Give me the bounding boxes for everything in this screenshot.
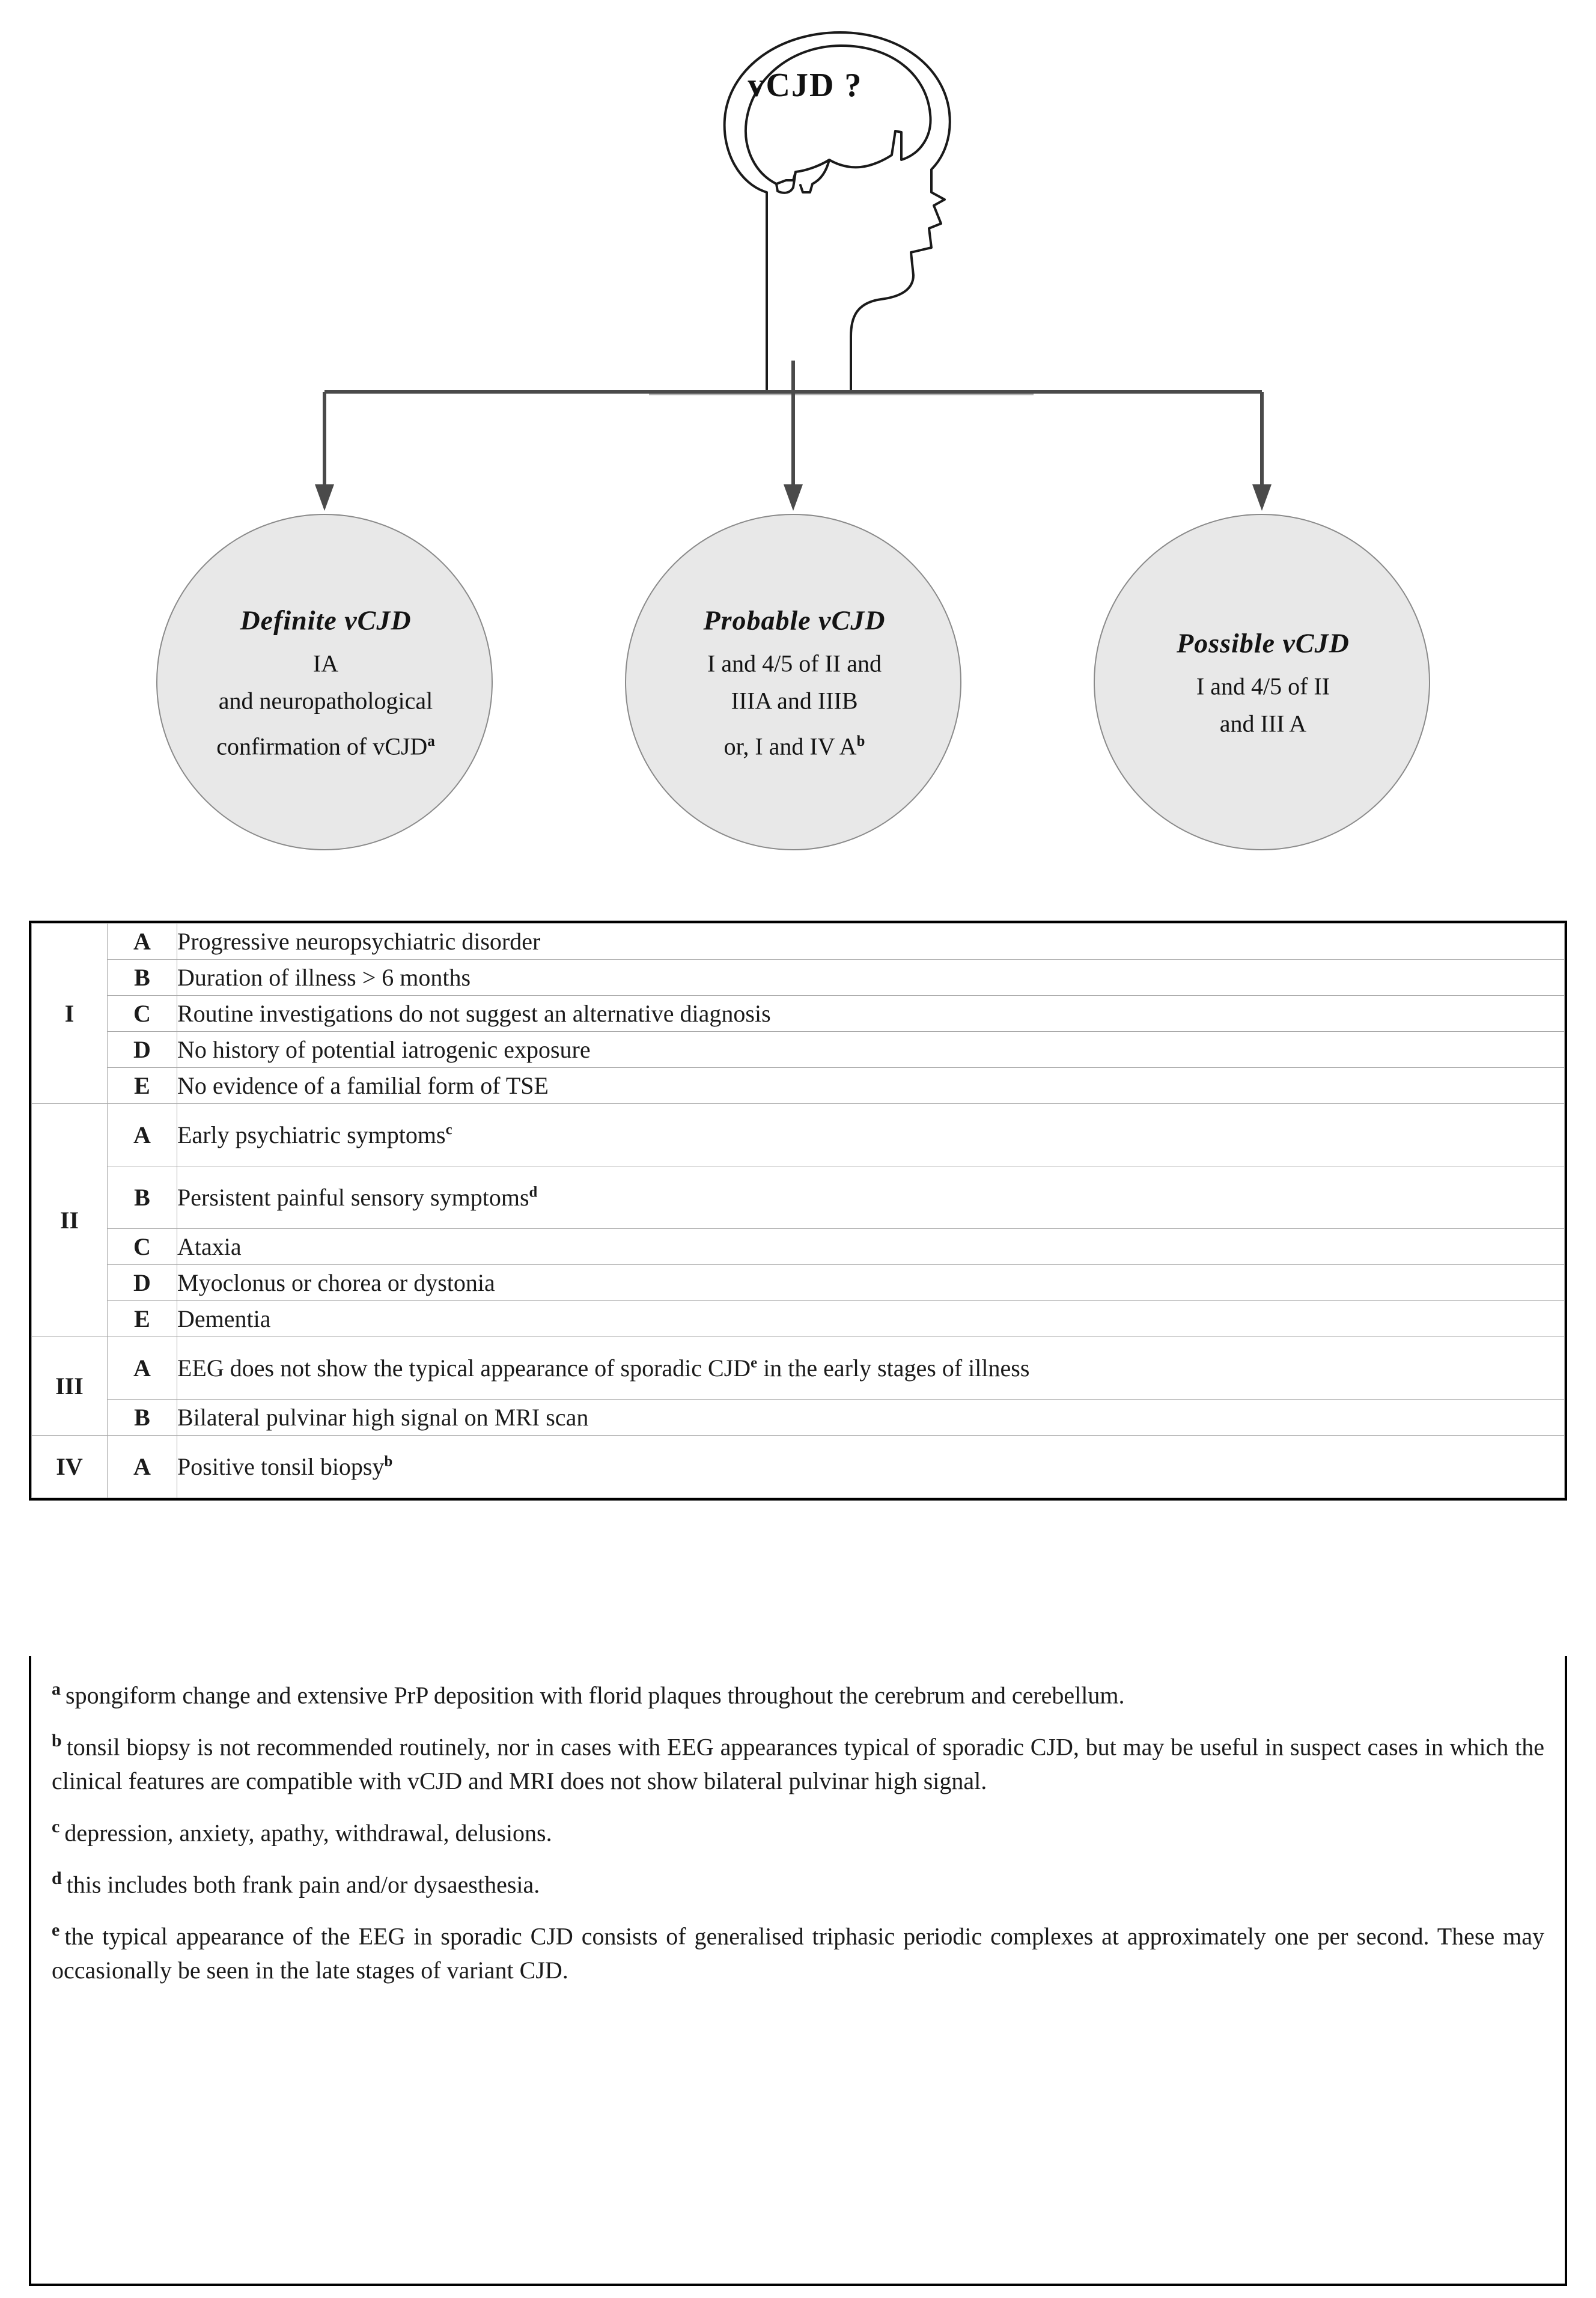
node-definite-line-3-text: confirmation of vCJD (216, 733, 428, 760)
criterion-letter: E (107, 1300, 177, 1337)
node-probable-line-1: I and 4/5 of II and (707, 650, 882, 677)
criterion-letter: C (107, 1228, 177, 1265)
head-label: vCJD ? (748, 67, 863, 104)
criterion-text: No history of potential iatrogenic expos… (177, 1031, 1565, 1068)
criterion-text: Positive tonsil biopsyb (177, 1435, 1565, 1498)
node-probable-line-3-text: or, I and IV A (723, 733, 857, 760)
node-possible-line-1: I and 4/5 of II (1196, 672, 1330, 700)
node-possible-vcjd[interactable]: Possible vCJD I and 4/5 of II and III A (1094, 514, 1430, 850)
criterion-letter: B (107, 1166, 177, 1229)
criterion-letter: B (107, 1399, 177, 1436)
criterion-letter: D (107, 1031, 177, 1068)
footnote-marker: b (52, 1731, 62, 1751)
footnote-marker: e (52, 1920, 60, 1940)
footnote-text: the typical appearance of the EEG in spo… (52, 1922, 1544, 1984)
node-definite-line-1: IA (312, 650, 339, 677)
node-definite-text: Definite vCJD IA and neuropathological c… (133, 599, 518, 765)
criterion-text: Myoclonus or chorea or dystonia (177, 1264, 1565, 1301)
criterion-text: No evidence of a familial form of TSE (177, 1067, 1565, 1104)
node-definite-title: Definite vCJD (240, 605, 412, 636)
criterion-letter: A (107, 1435, 177, 1498)
criterion-letter: A (107, 1103, 177, 1166)
footnote-text: this includes both frank pain and/or dys… (66, 1871, 540, 1898)
criterion-text: Persistent painful sensory symptomsd (177, 1166, 1565, 1229)
node-definite-line-3: confirmation of vCJDa (133, 728, 518, 766)
criterion-letter: C (107, 995, 177, 1032)
section-roman-numeral: III (31, 1336, 108, 1436)
criterion-text: Ataxia (177, 1228, 1565, 1265)
footnote-text: depression, anxiety, apathy, withdrawal,… (64, 1819, 552, 1847)
criterion-superscript: e (751, 1355, 758, 1371)
head-silhouette-icon (649, 31, 1034, 395)
criterion-text: EEG does not show the typical appearance… (177, 1336, 1565, 1400)
criterion-superscript: d (529, 1184, 538, 1201)
node-possible-line-2: and III A (1219, 710, 1307, 737)
connector-arrows (315, 361, 1272, 511)
footnote-marker: a (52, 1679, 61, 1699)
section-roman-numeral: IV (31, 1435, 108, 1498)
node-possible-text: Possible vCJD I and 4/5 of II and III A (1071, 621, 1455, 742)
criterion-text: Routine investigations do not suggest an… (177, 995, 1565, 1032)
criterion-letter: A (107, 1336, 177, 1400)
criterion-letter: A (107, 923, 177, 960)
criterion-letter: D (107, 1264, 177, 1301)
node-probable-vcjd[interactable]: Probable vCJD I and 4/5 of II and IIIA a… (625, 514, 961, 850)
node-probable-line-2: IIIA and IIIB (731, 687, 858, 715)
section-roman-numeral: II (31, 1103, 108, 1337)
node-definite-vcjd[interactable]: Definite vCJD IA and neuropathological c… (156, 514, 493, 850)
node-possible-title: Possible vCJD (1177, 627, 1350, 659)
criterion-text: Dementia (177, 1300, 1565, 1337)
footnote-text: tonsil biopsy is not recommended routine… (52, 1733, 1544, 1795)
criterion-letter: B (107, 959, 177, 996)
criterion-letter: E (107, 1067, 177, 1104)
criterion-text: Duration of illness > 6 months (177, 959, 1565, 996)
section-roman-numeral: I (31, 923, 108, 1104)
node-definite-superscript: a (427, 733, 435, 750)
arrow-down-icon (315, 484, 1272, 511)
criterion-text: Progressive neuropsychiatric disorder (177, 923, 1565, 960)
node-probable-superscript: b (856, 733, 865, 750)
node-probable-title: Probable vCJD (703, 605, 886, 636)
node-definite-line-2: and neuropathological (218, 687, 433, 715)
footnote-marker: c (52, 1817, 60, 1837)
criterion-text: Early psychiatric symptomsc (177, 1103, 1565, 1166)
footnote-marker: d (52, 1868, 62, 1889)
node-probable-text: Probable vCJD I and 4/5 of II and IIIA a… (602, 599, 987, 765)
footnote-text: spongiform change and extensive PrP depo… (65, 1681, 1125, 1709)
node-probable-line-3: or, I and IV Ab (602, 728, 987, 766)
criterion-text: Bilateral pulvinar high signal on MRI sc… (177, 1399, 1565, 1436)
criterion-superscript: c (445, 1121, 452, 1138)
criterion-superscript: b (384, 1453, 393, 1470)
